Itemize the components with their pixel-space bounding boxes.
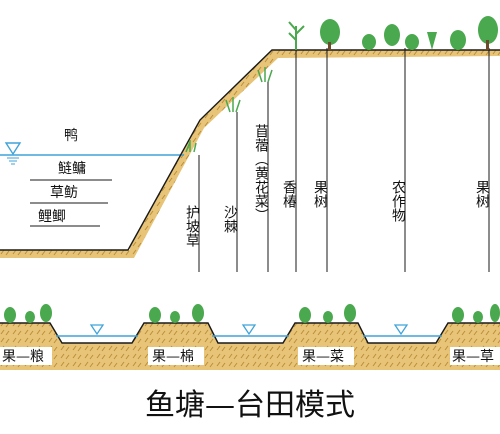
lower-plants: [4, 304, 500, 323]
seabuckthorn-icon: [225, 97, 241, 113]
label-bg-3: [298, 347, 354, 365]
lower-ground-outline: [0, 322, 500, 344]
label-bg-2: [148, 347, 204, 365]
toona-icon: [288, 21, 305, 50]
label-duck: 鸭: [64, 128, 78, 144]
label-alfalfa-daylily: 苜蓿（黄花菜）: [253, 123, 269, 222]
label-fruit-tree-2: 果树: [474, 180, 490, 209]
upper-cross-section: 鸭 鲢鳙 草鲂 鲤鲫 护坡草 沙棘 苜蓿（黄花菜） 香椿 果树 农作物 果树: [0, 16, 500, 272]
platform-label-fruit-grass: 果—草: [452, 349, 494, 365]
label-silver-bighead: 鲢鳙: [58, 161, 86, 177]
platform-label-fruit-cotton: 果—棉: [152, 348, 194, 365]
platform-label-fruit-grain: 果—粮: [2, 349, 44, 365]
lower-soil-band: [0, 323, 500, 370]
pointer-lines: [198, 48, 490, 272]
label-toona: 香椿: [281, 180, 297, 208]
lower-water-level-icons: [89, 324, 409, 336]
label-bg-1: [0, 347, 52, 365]
alfalfa-icon: [257, 67, 273, 83]
label-slope-grass: 护坡草: [184, 205, 200, 247]
diagram-caption: 鱼塘—台田模式: [145, 388, 355, 423]
label-seabuckthorn: 沙棘: [222, 205, 238, 233]
slope-grass-icon: [185, 140, 197, 153]
water-level-icon: [4, 142, 22, 165]
upper-ground-outline: [0, 49, 500, 251]
label-grass-bream: 草鲂: [50, 185, 78, 201]
platform-label-fruit-vegetable: 果—菜: [302, 349, 344, 365]
fruit-tree-icon: [320, 16, 498, 50]
label-carp-crucian: 鲤鲫: [38, 209, 66, 225]
lower-cross-section: 果—粮 果—棉 果—菜 果—草: [0, 304, 500, 370]
label-crops: 农作物: [390, 180, 406, 223]
label-bg-4: [450, 347, 500, 365]
label-fruit-tree-1: 果树: [312, 180, 328, 209]
